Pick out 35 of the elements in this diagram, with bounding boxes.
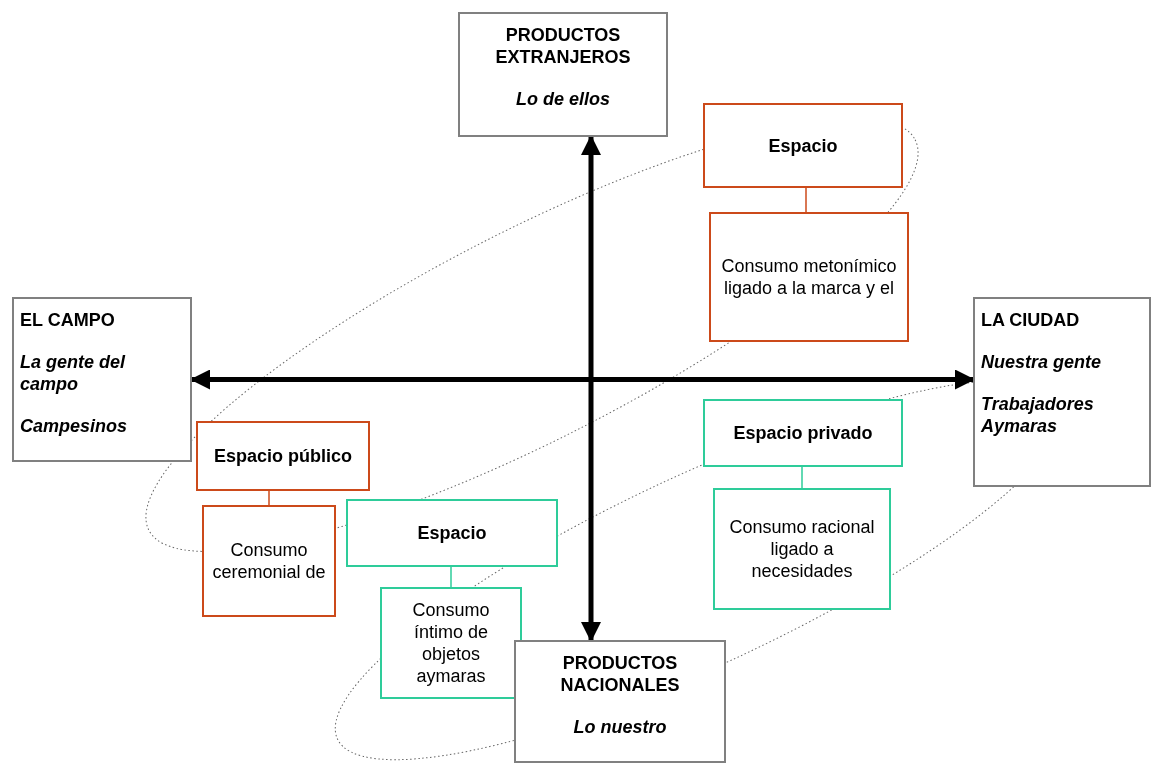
pole-heading: LA CIUDAD <box>981 309 1080 331</box>
pole-subtitle: La gente del campo <box>20 351 127 395</box>
space-heading: Espacio <box>768 134 838 157</box>
consumption-text: Consumo ceremonial de <box>211 539 327 583</box>
consumption-box <box>713 488 891 610</box>
consumption-box <box>709 212 909 342</box>
space-heading: Espacio público <box>214 445 352 467</box>
consumption-text: Consumo metonímico ligado a la marca y el <box>720 255 898 299</box>
connector-line <box>450 566 452 588</box>
pole-heading: EL CAMPO <box>20 309 115 331</box>
pole-subtitle: Nuestra gente <box>981 351 1102 373</box>
space-box <box>703 103 903 188</box>
space-box <box>196 421 370 491</box>
pole-heading: PRODUCTOS EXTRANJEROS <box>494 24 632 68</box>
space-box <box>703 399 903 467</box>
connector-line <box>805 187 807 213</box>
connector-line <box>801 466 803 489</box>
pole-box <box>12 297 192 462</box>
pole-subtitle: Trabajadores Aymaras <box>981 393 1095 437</box>
space-heading: Espacio <box>417 522 487 544</box>
consumption-box <box>202 505 336 617</box>
pole-box <box>458 12 668 137</box>
pole-box <box>514 640 726 763</box>
pole-heading: PRODUCTOS NACIONALES <box>559 652 681 696</box>
pole-box <box>973 297 1151 487</box>
axis-arrow <box>581 135 601 642</box>
consumption-text: Consumo racional ligado a necesidades <box>728 516 876 582</box>
pole-subtitle: Lo de ellos <box>516 88 610 110</box>
consumption-box <box>380 587 522 699</box>
pole-subtitle: Campesinos <box>20 415 128 437</box>
consumption-text: Consumo íntimo de objetos aymaras <box>411 599 491 687</box>
connector-line <box>268 490 270 506</box>
space-heading: Espacio privado <box>733 422 873 444</box>
pole-subtitle: Lo nuestro <box>573 716 667 738</box>
space-box <box>346 499 558 567</box>
